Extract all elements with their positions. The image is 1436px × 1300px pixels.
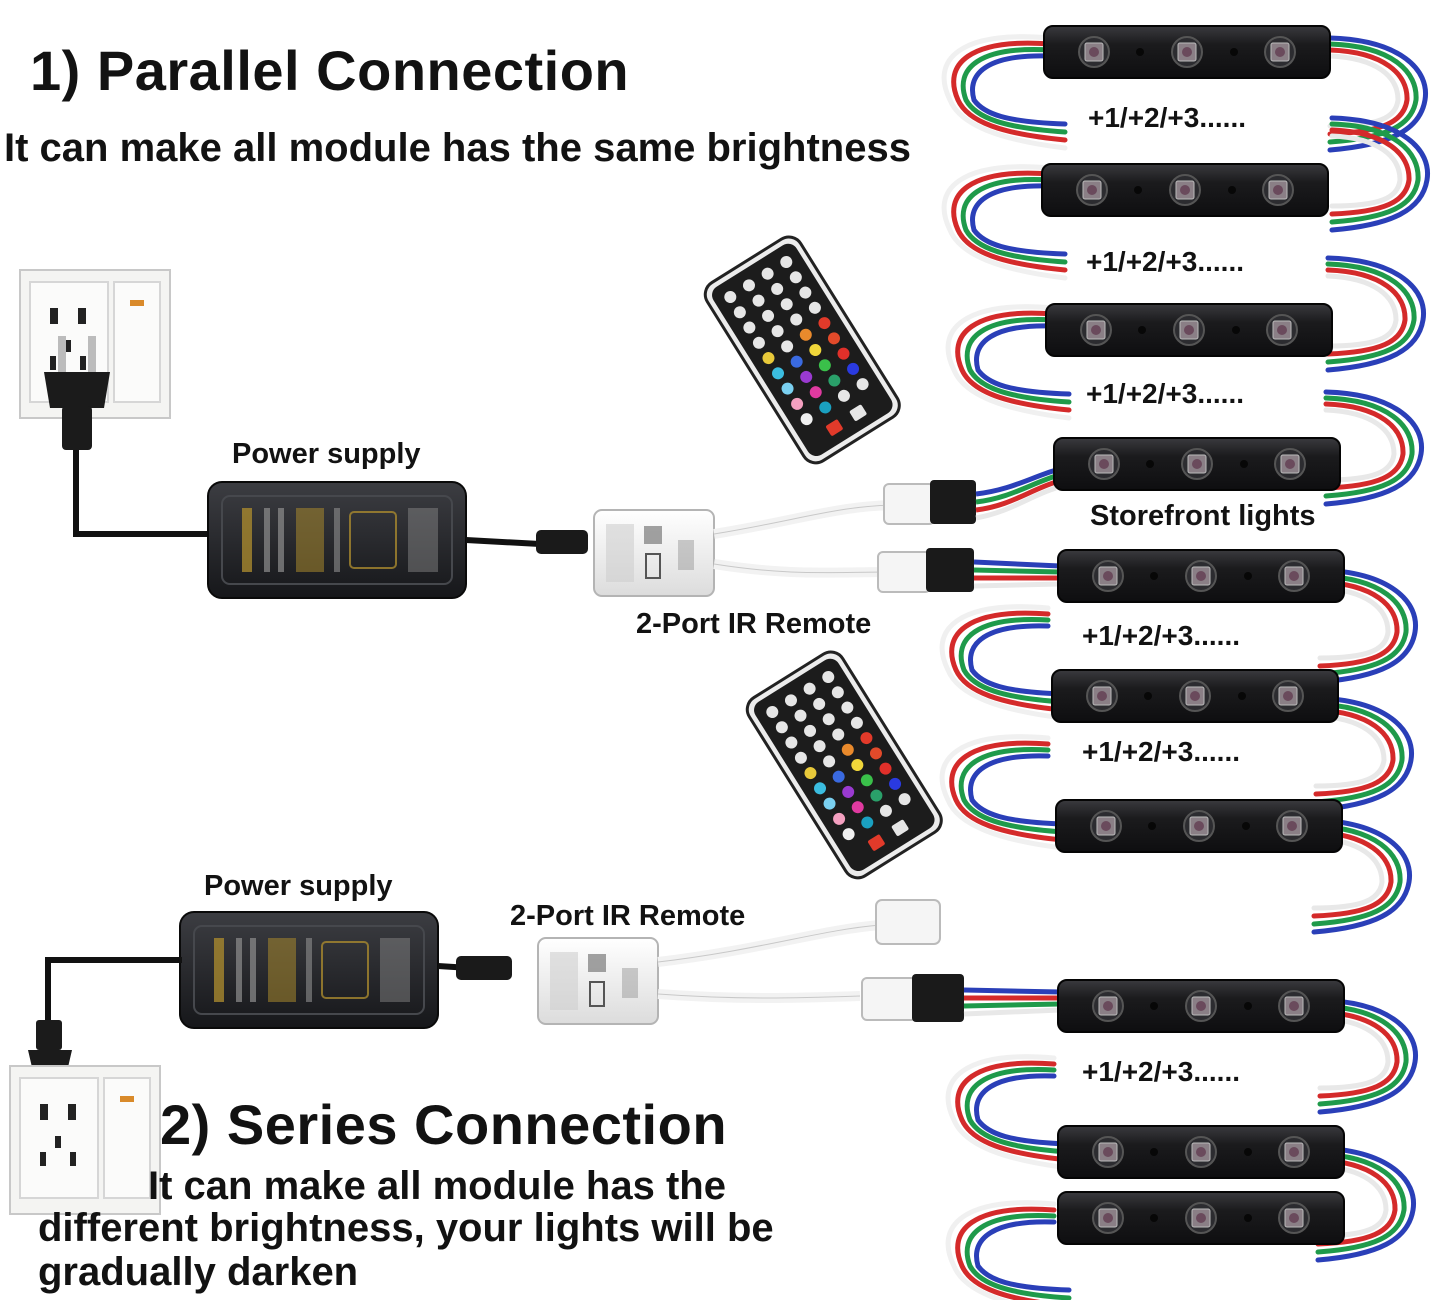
dc-plug-parallel: [536, 530, 588, 554]
parallel-subtitle: It can make all module has the same brig…: [4, 126, 911, 170]
repeat-label-3: +1/+2/+3......: [1086, 378, 1245, 409]
rgb-wire-top: [975, 467, 1057, 521]
dc-cable-parallel: [465, 537, 541, 547]
repeat-label-5: +1/+2/+3......: [1082, 736, 1241, 767]
dc-plug-series: [456, 956, 512, 980]
power-plug-parallel: [44, 336, 210, 537]
controller-lead-bottom: [713, 559, 891, 578]
series-subtitle-line1: It can make all module has the: [148, 1164, 726, 1208]
series-title: 2) Series Connection: [160, 1093, 728, 1156]
power-supply-label-series: Power supply: [204, 870, 393, 902]
connector-male-top: [930, 480, 976, 524]
power-supply-label-parallel: Power supply: [232, 438, 421, 470]
repeat-label-6: +1/+2/+3......: [1082, 1056, 1241, 1087]
power-adapter-parallel: [207, 481, 467, 599]
repeat-label-4: +1/+2/+3......: [1082, 620, 1241, 651]
rgb-wire-bottom: [973, 559, 1061, 589]
ir-controller-series: [537, 937, 659, 1025]
power-adapter-series: [179, 911, 439, 1029]
connector-male-series: [912, 974, 964, 1022]
series-subtitle-line2: different brightness, your lights will b…: [38, 1206, 774, 1250]
ac-cable-series: [45, 957, 182, 1040]
ir-remote-series: [740, 645, 949, 885]
series-subtitle-line3: gradually darken: [38, 1250, 359, 1294]
controller-lead-top: [713, 500, 901, 539]
repeat-label-2: +1/+2/+3......: [1086, 246, 1245, 277]
connector-female-series: [861, 977, 917, 1021]
connector-open-series: [875, 899, 941, 945]
ir-remote-label-series: 2-Port IR Remote: [510, 900, 746, 932]
ir-controller-parallel: [593, 509, 715, 597]
ir-remote-label-parallel: 2-Port IR Remote: [636, 608, 872, 640]
led-chain-series: [948, 979, 1415, 1300]
connector-female-top: [883, 483, 935, 525]
connector-male-bottom: [926, 548, 974, 592]
connector-female-bottom: [877, 551, 931, 593]
ir-remote-parallel: [698, 230, 907, 470]
storefront-lights-label: Storefront lights: [1090, 500, 1316, 532]
parallel-title: 1) Parallel Connection: [30, 39, 630, 102]
wall-socket-series: [9, 1065, 161, 1215]
repeat-label-1: +1/+2/+3......: [1088, 102, 1247, 133]
rgb-wire-series: [963, 987, 1061, 1017]
